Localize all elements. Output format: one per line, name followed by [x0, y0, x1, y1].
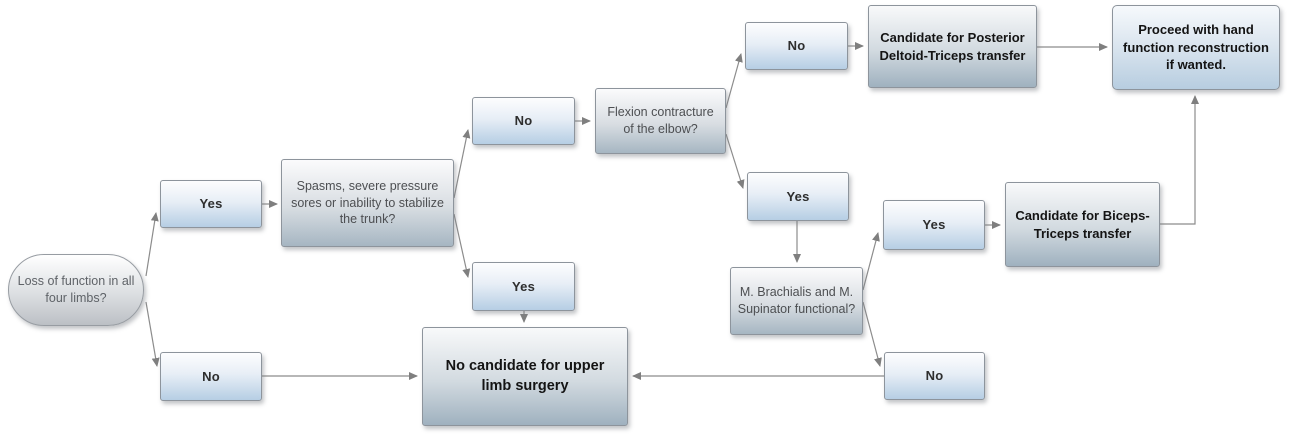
node-flexion-question: Flexion contracture of the elbow? — [595, 88, 726, 154]
node-yes-limbs: Yes — [160, 180, 262, 228]
node-deltoid-transfer: Candidate for Posterior Deltoid-Triceps … — [868, 5, 1037, 88]
node-spasms-question: Spasms, severe pressure sores or inabili… — [281, 159, 454, 247]
node-yes-flexion: Yes — [747, 172, 849, 221]
edge-flexion-yes — [725, 133, 745, 189]
node-flexion-label: Flexion contracture of the elbow? — [607, 105, 714, 136]
edge-start-yes — [145, 212, 159, 277]
node-no-spasms-label: No — [514, 113, 533, 129]
edge-start-no — [145, 301, 160, 367]
edge-spasms-no — [453, 129, 471, 199]
edge-spasms-yes — [453, 213, 471, 278]
node-start-label: Loss of function in all four limbs? — [17, 274, 135, 305]
node-biceps-transfer: Candidate for Biceps-Triceps transfer — [1005, 182, 1160, 267]
node-no-limbs-label: No — [202, 368, 220, 384]
node-no-candidate-label: No candidate for upper limb surgery — [445, 357, 605, 394]
node-no-flexion: No — [745, 22, 848, 70]
node-yes-spasms: Yes — [472, 262, 575, 311]
node-spasms-label: Spasms, severe pressure sores or inabili… — [291, 178, 444, 227]
node-deltoid-transfer-label: Candidate for Posterior Deltoid-Triceps … — [879, 29, 1026, 63]
node-brachialis-label: M. Brachialis and M. Supinator functiona… — [737, 285, 856, 316]
node-proceed-hand-reconstruction: Proceed with hand function reconstructio… — [1112, 5, 1280, 90]
node-yes-brachialis-label: Yes — [922, 217, 946, 233]
node-no-candidate: No candidate for upper limb surgery — [422, 327, 628, 426]
node-proceed-label: Proceed with hand function reconstructio… — [1123, 22, 1269, 73]
edge-flexion-no — [725, 53, 743, 109]
node-yes-flexion-label: Yes — [786, 188, 810, 204]
node-no-spasms: No — [472, 97, 575, 145]
node-yes-limbs-label: Yes — [199, 196, 223, 212]
node-no-brachialis: No — [884, 352, 985, 400]
node-no-brachialis-label: No — [925, 368, 944, 384]
node-no-flexion-label: No — [787, 38, 806, 54]
node-brachialis-question: M. Brachialis and M. Supinator functiona… — [730, 267, 863, 335]
edge-biceps-proceed — [1160, 95, 1199, 225]
node-yes-brachialis: Yes — [883, 200, 985, 250]
node-yes-spasms-label: Yes — [511, 278, 535, 294]
edge-brachialis-yes — [862, 232, 880, 291]
node-biceps-transfer-label: Candidate for Biceps-Triceps transfer — [1015, 207, 1150, 241]
node-start: Loss of function in all four limbs? — [8, 254, 144, 326]
edge-brachialis-no — [862, 301, 882, 367]
node-no-limbs: No — [160, 352, 262, 401]
